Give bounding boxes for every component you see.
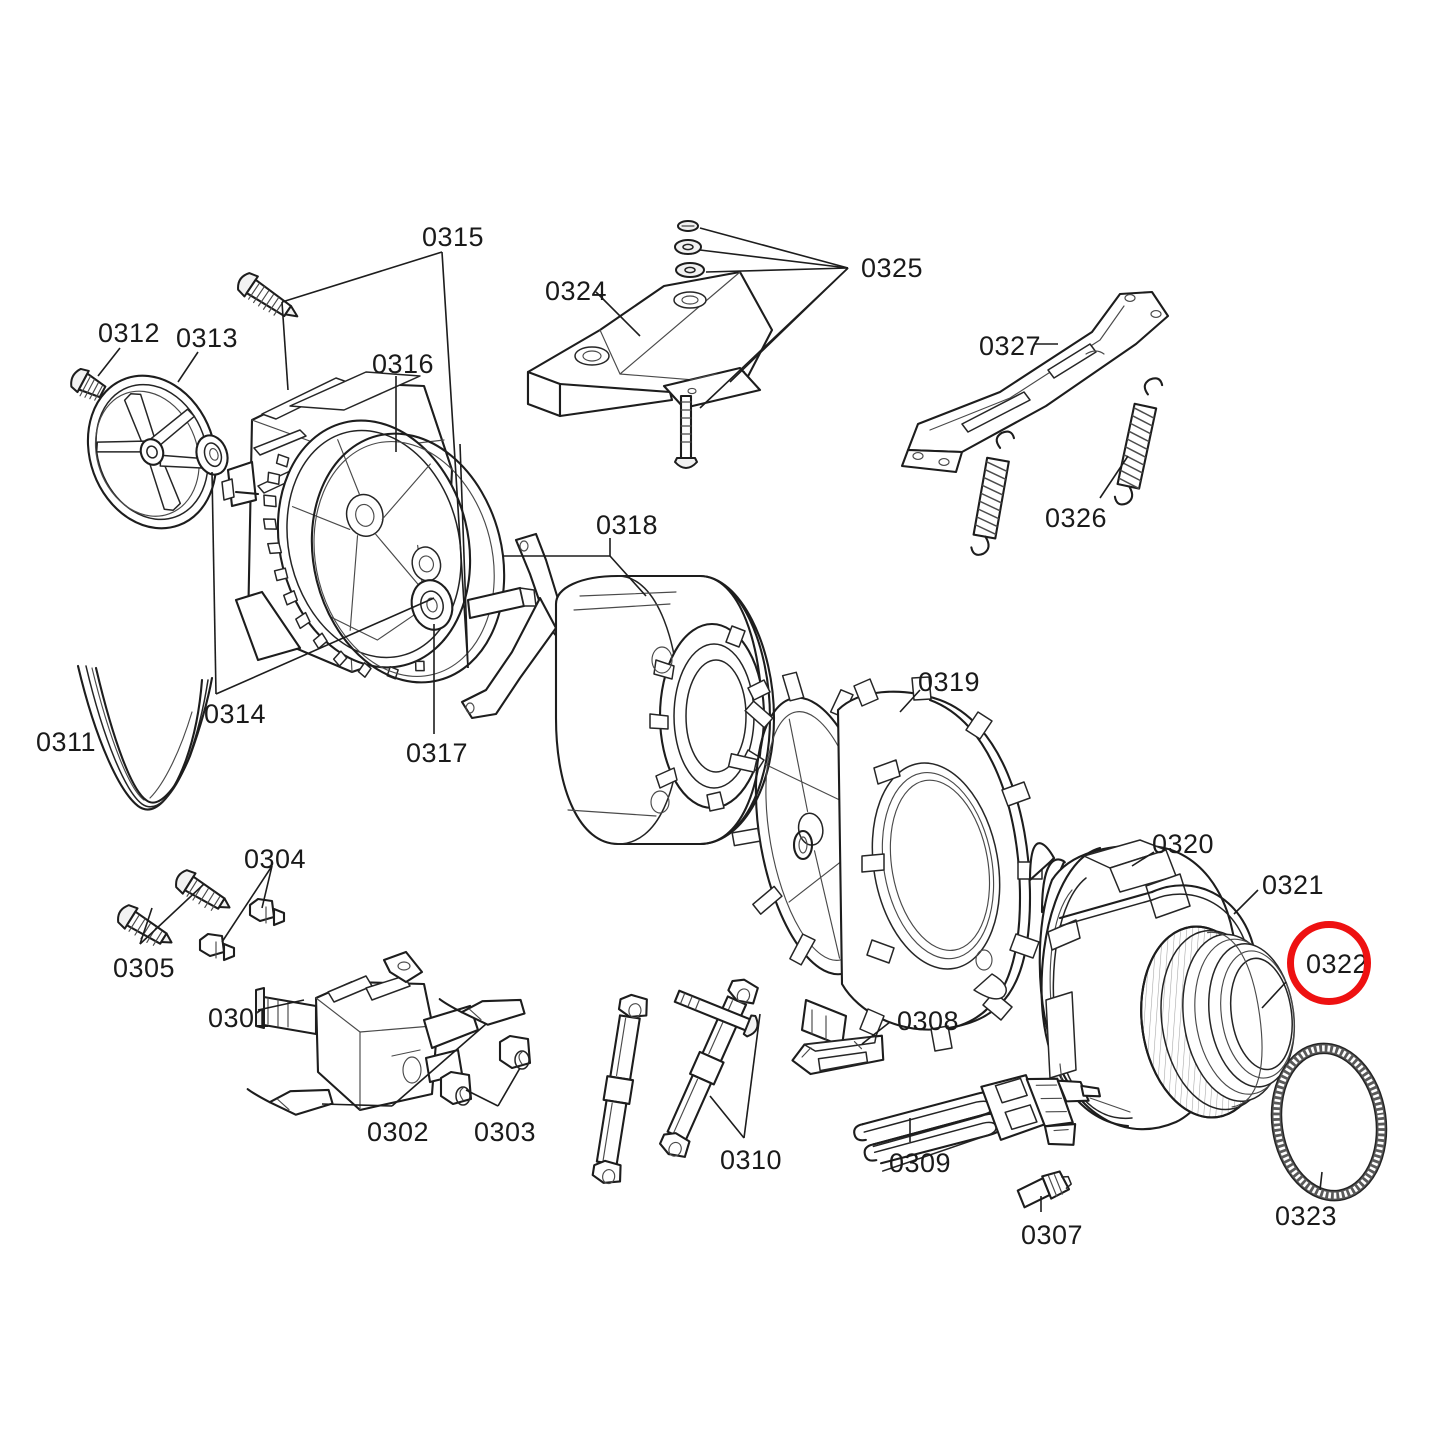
part-tub-support-bracket: [900, 290, 1170, 474]
part-label-0312: 0312: [98, 318, 161, 348]
part-label-0323: 0323: [1275, 1201, 1338, 1231]
part-label-0303: 0303: [474, 1117, 537, 1147]
part-label-0319: 0319: [918, 667, 981, 697]
part-label-0315: 0315: [422, 222, 485, 252]
part-label-0320: 0320: [1152, 829, 1215, 859]
part-tub-screw: [237, 272, 299, 318]
part-label-0310: 0310: [720, 1145, 783, 1175]
part-tub-rear-half: [221, 371, 506, 684]
part-label-0307: 0307: [1021, 1220, 1084, 1250]
part-label-0327: 0327: [979, 331, 1042, 361]
part-drum-pulley: [86, 374, 218, 530]
part-label-0324: 0324: [545, 276, 608, 306]
part-label-0305: 0305: [113, 953, 176, 983]
highlight-circle-0322: [1287, 921, 1371, 1005]
part-drain-pump: [255, 950, 480, 1112]
part-pump-mount-screw: [117, 869, 231, 946]
part-label-0304: 0304: [244, 844, 307, 874]
leader-lines: [97, 227, 1323, 1212]
part-label-0309: 0309: [889, 1148, 952, 1178]
part-door-seal-bellows: [1140, 925, 1296, 1119]
part-drive-motor: [460, 532, 776, 846]
part-drum: [727, 671, 1043, 1052]
part-label-0326: 0326: [1045, 503, 1108, 533]
part-suspension-spring: [970, 377, 1164, 556]
part-heater-ground-terminal: [1016, 1170, 1072, 1209]
part-pulley-screw: [70, 367, 107, 401]
part-pump-wire-terminal: [246, 998, 526, 1116]
part-heater-clip: [791, 1034, 885, 1076]
part-shock-absorber: [591, 978, 759, 1185]
part-drive-belt: [76, 664, 214, 811]
part-pump-mount-rivet: [198, 897, 286, 962]
part-label-0302: 0302: [367, 1117, 430, 1147]
part-label-0313: 0313: [176, 323, 239, 353]
part-label-0311: 0311: [36, 727, 97, 757]
part-label-0301: 0301: [208, 1003, 271, 1033]
part-label-0308: 0308: [897, 1006, 960, 1036]
part-rubber-grommet: [439, 1034, 532, 1106]
part-heating-element: [853, 1074, 1101, 1172]
part-label-0321: 0321: [1262, 870, 1325, 900]
part-label-0314: 0314: [204, 699, 267, 729]
part-counterweight-bolt-set: [674, 220, 705, 469]
part-bellows-spring-clamp: [1270, 1042, 1388, 1202]
part-label-0317: 0317: [406, 738, 469, 768]
part-label-0318: 0318: [596, 510, 659, 540]
part-label-0325: 0325: [861, 253, 924, 283]
part-label-0316: 0316: [372, 349, 435, 379]
